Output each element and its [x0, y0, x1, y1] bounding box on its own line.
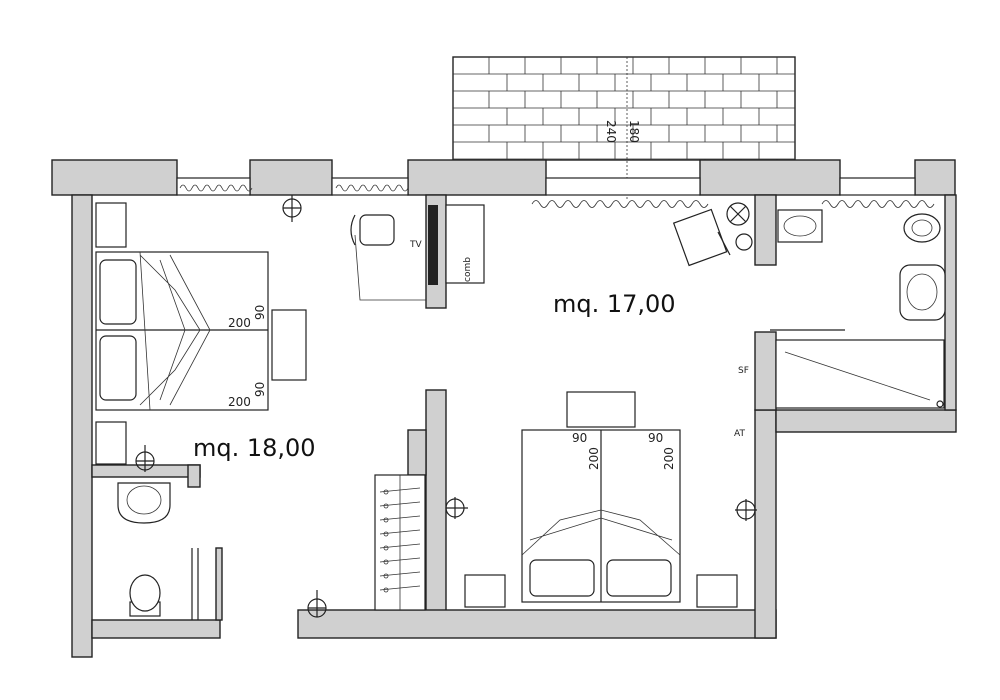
tv-label: TV: [409, 240, 422, 250]
radiators: [179, 184, 935, 208]
comb-label: comb: [463, 257, 473, 282]
bed-right-right-length: 200: [662, 447, 676, 470]
bed-left-bottom-width: 90: [253, 382, 267, 397]
right-room-furniture: [464, 202, 753, 608]
bed-left-top-width: 90: [253, 305, 267, 320]
bathroom-right: SF AT: [734, 209, 946, 439]
bathroom-left: [117, 482, 199, 620]
room-right-area: mq. 17,00: [553, 290, 676, 318]
terrace-dim-240: 240: [604, 120, 618, 143]
tv-desk: TV comb: [350, 204, 485, 301]
chair: [359, 214, 395, 246]
armchair: [672, 208, 728, 267]
light-points: [135, 195, 757, 618]
desk-left: [271, 309, 307, 381]
desk-right: [566, 391, 636, 428]
bed-right-right-width: 90: [648, 431, 663, 445]
nightstand-bottom: [95, 421, 127, 465]
bed-right-left-length: 200: [587, 447, 601, 470]
left-room-furniture: [95, 202, 307, 465]
toilet-right: [903, 213, 941, 243]
sink-left: [117, 482, 171, 524]
sf-label: SF: [738, 366, 749, 376]
shower: [775, 339, 945, 409]
bed-left-top-length: 200: [228, 316, 251, 330]
sink-right: [899, 264, 946, 321]
room-left-area: mq. 18,00: [193, 434, 316, 462]
bed-right-left-width: 90: [572, 431, 587, 445]
wardrobe: [374, 474, 426, 611]
bed-left-bottom-length: 200: [228, 395, 251, 409]
nightstand-top: [95, 202, 127, 248]
at-label: AT: [734, 429, 745, 439]
terrace-dim-180: 180: [627, 120, 641, 143]
terrace: 180 240: [452, 56, 796, 200]
